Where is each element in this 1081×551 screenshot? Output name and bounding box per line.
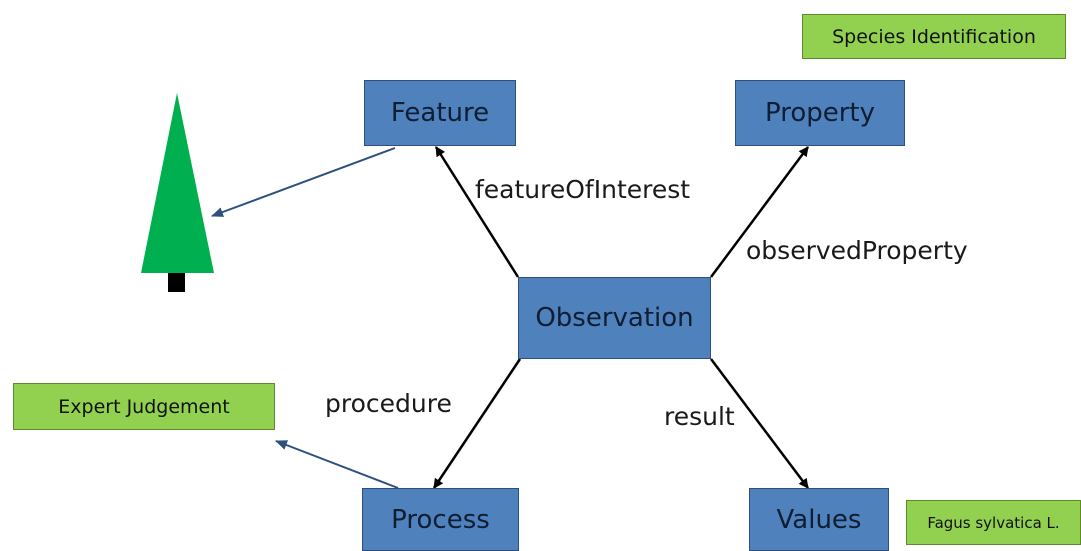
annotation-expert-judgement: Expert Judgement xyxy=(13,383,275,430)
node-feature: Feature xyxy=(364,80,516,146)
link-process-to-expert-judgement xyxy=(275,440,399,489)
node-values: Values xyxy=(749,488,889,551)
node-property: Property xyxy=(735,80,905,146)
tree-icon xyxy=(141,93,214,292)
label-result: result xyxy=(664,402,735,432)
node-process: Process xyxy=(362,488,519,551)
annotation-species-identification: Species Identification xyxy=(802,14,1066,59)
edge-procedure xyxy=(432,358,522,489)
label-procedure: procedure xyxy=(325,389,452,419)
node-observation: Observation xyxy=(518,277,711,359)
edge-result xyxy=(710,358,809,489)
label-feature-of-interest: featureOfInterest xyxy=(475,175,691,205)
edge-observed-property xyxy=(709,146,810,278)
edge-feature-of-interest xyxy=(434,146,520,278)
annotation-fagus-sylvatica: Fagus sylvatica L. xyxy=(906,500,1081,545)
label-observed-property: observedProperty xyxy=(746,236,968,266)
link-feature-to-tree xyxy=(211,147,396,217)
